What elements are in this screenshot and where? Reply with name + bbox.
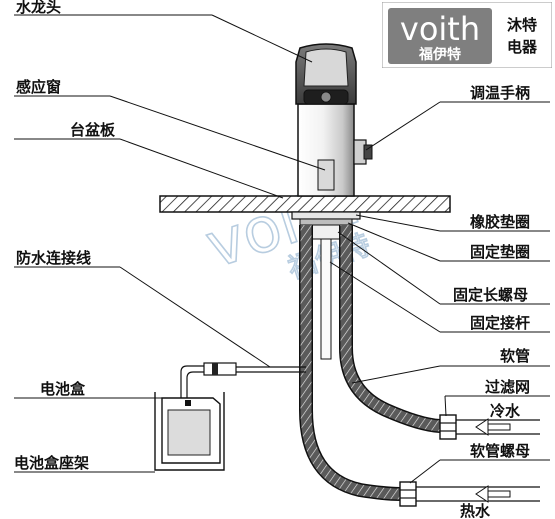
logo-line1-text: 沐特	[507, 16, 537, 34]
label-countertop: 台盆板	[70, 121, 116, 139]
label-waterproof-cable: 防水连接线	[16, 249, 91, 267]
label-fixing-gasket: 固定垫圈	[470, 243, 530, 261]
brand-logo: voith 福伊特 沐特 电器	[382, 2, 552, 68]
fixing-gasket-shape	[299, 218, 353, 226]
waterproof-cable	[180, 365, 204, 410]
fixing-rod-shape	[320, 238, 332, 360]
battery-box-shape	[161, 397, 221, 464]
label-sensor-window: 感应窗	[16, 78, 61, 96]
countertop-slab	[159, 195, 451, 213]
label-fixing-rod: 固定接杆	[470, 314, 530, 332]
cold-water-arrow	[475, 418, 511, 436]
battery-bracket-shape	[154, 392, 225, 471]
label-temp-handle: 调温手柄	[470, 84, 530, 102]
long-nut-shape	[311, 224, 341, 240]
faucet-body	[291, 43, 373, 360]
logo-chinese-text: 福伊特	[418, 46, 461, 63]
label-rubber-gasket: 橡胶垫圈	[470, 213, 530, 231]
label-battery-bracket: 电池盒座架	[14, 454, 89, 472]
leader-lines	[14, 14, 550, 484]
sensor-window-rect	[317, 159, 335, 191]
logo-brand-text: voith	[400, 10, 480, 48]
hot-hose-nut	[399, 481, 540, 507]
label-filter: 过滤网	[485, 378, 530, 396]
rubber-gasket-shape	[291, 211, 361, 220]
label-long-nut: 固定长螺母	[453, 286, 528, 304]
cold-hose-nut	[439, 414, 540, 440]
logo-line2-text: 电器	[507, 38, 538, 56]
label-battery-box: 电池盒	[40, 380, 86, 398]
cable-connector	[203, 362, 237, 376]
label-hose-nut: 软管螺母	[470, 442, 530, 460]
label-hot-water: 热水	[460, 502, 491, 519]
label-hose: 软管	[500, 347, 530, 365]
hot-water-arrow	[475, 485, 511, 503]
label-cold-water: 冷水	[490, 402, 521, 420]
label-faucet-head: 水龙头	[16, 0, 61, 16]
